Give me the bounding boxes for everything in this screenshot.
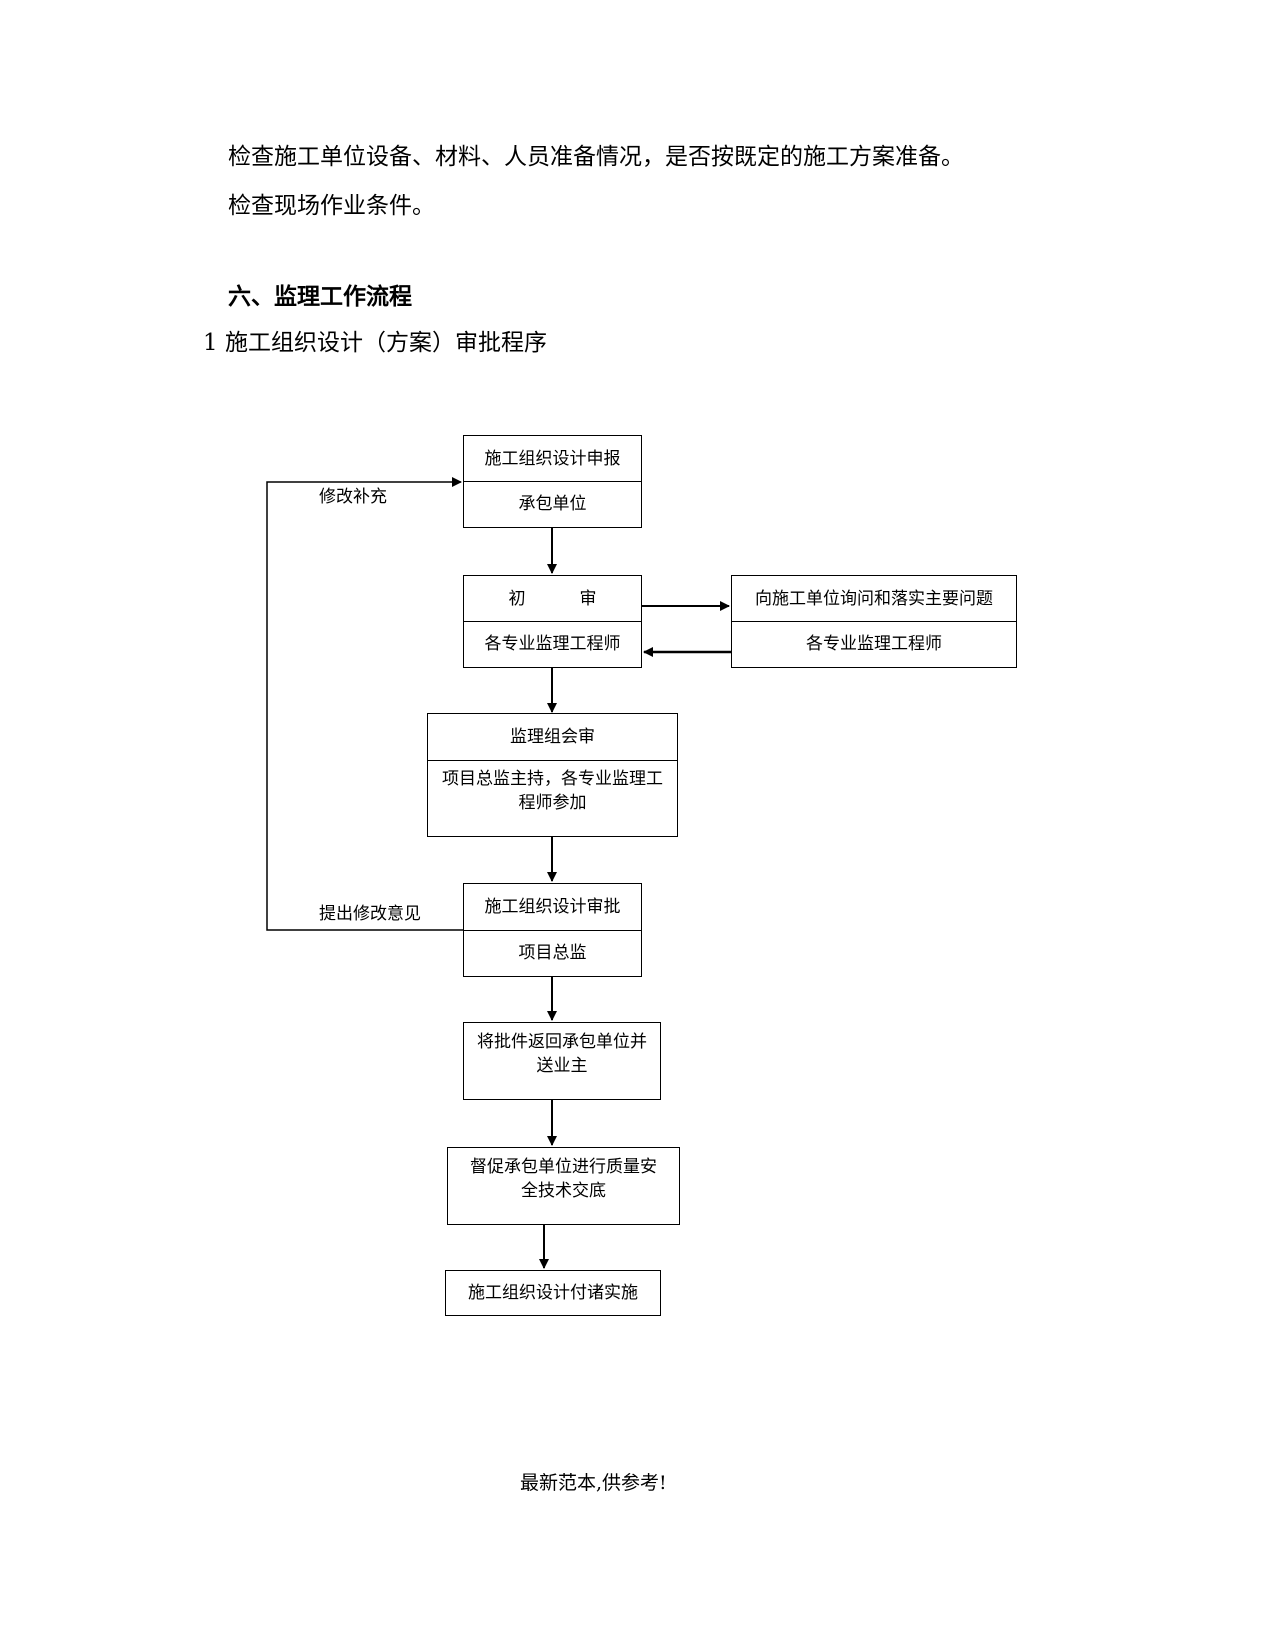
flow-box-group-review: 监理组会审 项目总监主持，各专业监理工程师参加 bbox=[427, 713, 678, 837]
flow-box-submit-role: 承包单位 bbox=[518, 494, 587, 514]
flow-box-supervise-text: 督促承包单位进行质量安全技术交底 bbox=[470, 1157, 657, 1201]
paragraph-equipment-check: 检查施工单位设备、材料、人员准备情况，是否按既定的施工方案准备。 bbox=[228, 144, 964, 170]
flow-box-inquiry: 向施工单位询问和落实主要问题 各专业监理工程师 bbox=[731, 575, 1017, 668]
flow-box-initial-review-title: 初 审 bbox=[464, 576, 641, 622]
page-footer: 最新范本,供参考! bbox=[520, 1472, 667, 1494]
flow-box-submit: 施工组织设计申报 承包单位 bbox=[463, 435, 642, 528]
flow-box-submit-title: 施工组织设计申报 bbox=[464, 436, 641, 482]
flow-box-initial-review: 初 审 各专业监理工程师 bbox=[463, 575, 642, 668]
flow-box-return-text: 将批件返回承包单位并送业主 bbox=[477, 1032, 647, 1076]
flow-box-return: 将批件返回承包单位并送业主 bbox=[463, 1022, 661, 1100]
feedback-loop-line bbox=[266, 477, 463, 931]
flow-box-implement: 施工组织设计付诸实施 bbox=[445, 1270, 661, 1316]
flow-box-approval: 施工组织设计审批 项目总监 bbox=[463, 883, 642, 977]
flow-box-supervise: 督促承包单位进行质量安全技术交底 bbox=[447, 1147, 680, 1225]
flow-box-approval-role: 项目总监 bbox=[518, 943, 587, 963]
subheading-approval-procedure: 1 施工组织设计（方案）审批程序 bbox=[203, 330, 547, 356]
flow-box-inquiry-role: 各专业监理工程师 bbox=[806, 634, 942, 654]
flow-box-group-review-role: 项目总监主持，各专业监理工程师参加 bbox=[442, 769, 663, 813]
feedback-label-revision-comments: 提出修改意见 bbox=[319, 904, 421, 924]
feedback-label-revise-supplement: 修改补充 bbox=[319, 487, 387, 507]
paragraph-site-check: 检查现场作业条件。 bbox=[228, 193, 435, 219]
flow-box-group-review-title: 监理组会审 bbox=[428, 714, 677, 761]
flow-box-initial-review-role: 各专业监理工程师 bbox=[484, 634, 621, 654]
flow-box-implement-text: 施工组织设计付诸实施 bbox=[468, 1282, 638, 1303]
flow-box-approval-title: 施工组织设计审批 bbox=[464, 884, 641, 931]
flow-box-inquiry-title: 向施工单位询问和落实主要问题 bbox=[732, 576, 1016, 622]
section-heading: 六、监理工作流程 bbox=[228, 283, 412, 310]
